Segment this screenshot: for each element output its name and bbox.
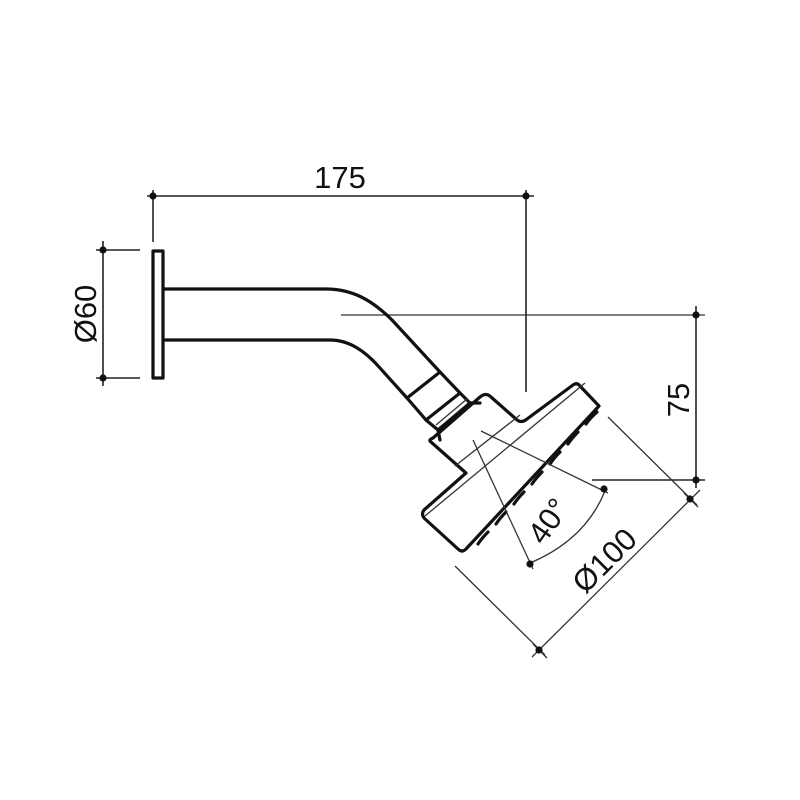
dimension-wall-plate-diameter: Ø60 [68,241,140,386]
dimension-head-diameter: Ø100 [454,416,701,659]
dimension-drop-height: 75 [341,306,705,488]
dimension-head-angle: 40° [472,430,609,570]
shower-head [420,382,601,553]
shower-arm [161,287,482,442]
dimension-arm-length: 175 [147,160,534,392]
wall-plate-diameter-label: Ø60 [68,285,103,344]
arm-length-label: 175 [314,160,366,195]
drop-height-label: 75 [661,383,696,417]
wall-plate [151,249,165,380]
